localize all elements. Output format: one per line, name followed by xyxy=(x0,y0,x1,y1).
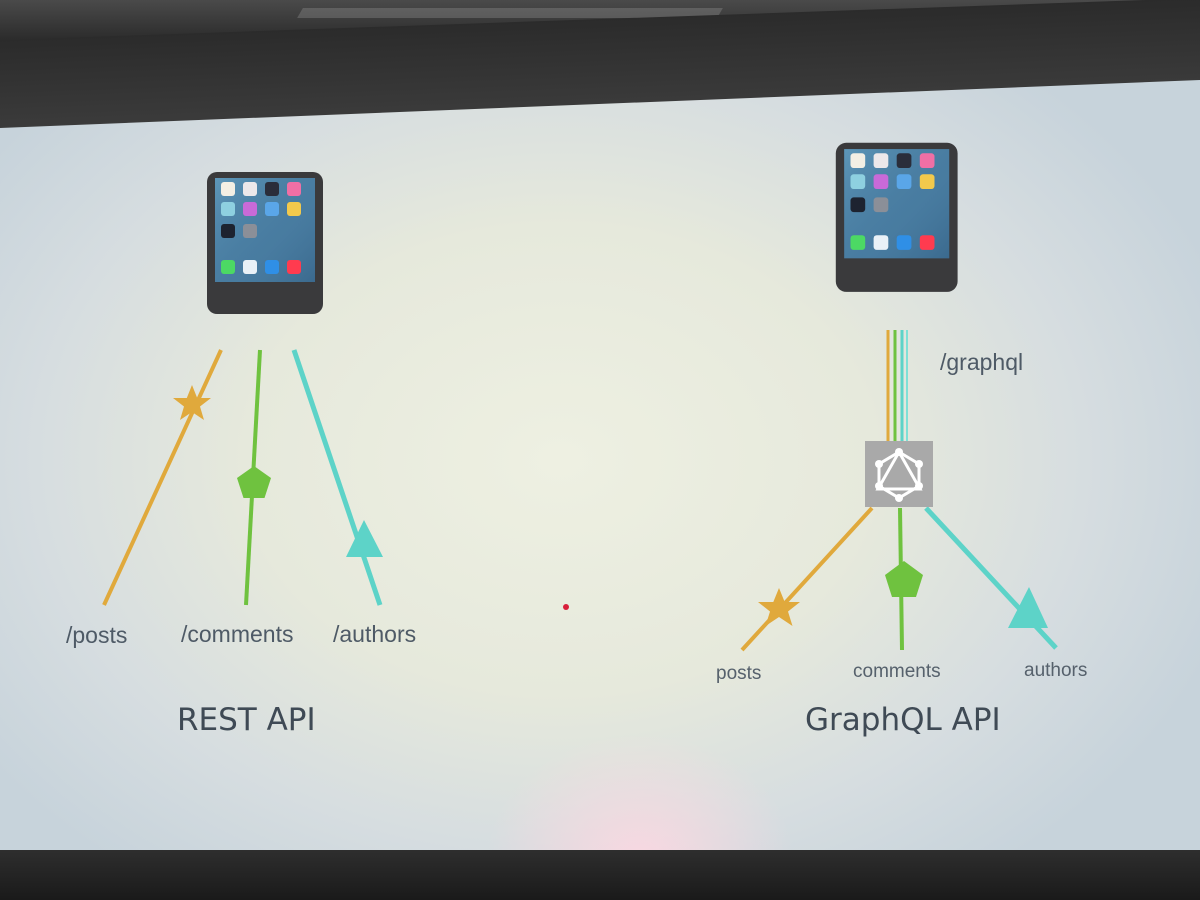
rest-posts-line xyxy=(102,349,223,606)
rest-comments-pentagon-icon xyxy=(237,466,271,498)
graphql-client-smartphone-icon xyxy=(835,142,958,292)
graphql-field-comments: comments xyxy=(853,661,941,682)
rest-posts-star-icon xyxy=(173,385,211,420)
projected-slide xyxy=(0,80,1200,860)
laser-pointer-dot xyxy=(563,604,569,610)
graphql-endpoint-label: /graphql xyxy=(940,349,1024,375)
projector-bottom-bezel xyxy=(0,850,1200,900)
graphql-field-authors: authors xyxy=(1024,660,1088,681)
rest-endpoint-comments: /comments xyxy=(181,621,294,647)
rest-client-smartphone-icon xyxy=(207,172,323,314)
graphql-comments-pentagon-icon xyxy=(885,561,923,597)
rest-authors-line xyxy=(291,349,383,606)
graphql-posts-line xyxy=(740,506,874,652)
rest-authors-triangle-icon xyxy=(346,520,383,557)
graphql-field-posts: posts xyxy=(716,663,762,684)
graphql-api-title: GraphQL API xyxy=(805,702,1001,738)
rest-api-title: REST API xyxy=(177,702,316,738)
rest-endpoint-posts: /posts xyxy=(66,622,128,648)
rest-endpoint-authors: /authors xyxy=(333,621,417,647)
graphql-authors-triangle-icon xyxy=(1008,587,1048,628)
graphql-hub xyxy=(865,441,933,507)
graphql-posts-star-icon xyxy=(758,588,800,626)
